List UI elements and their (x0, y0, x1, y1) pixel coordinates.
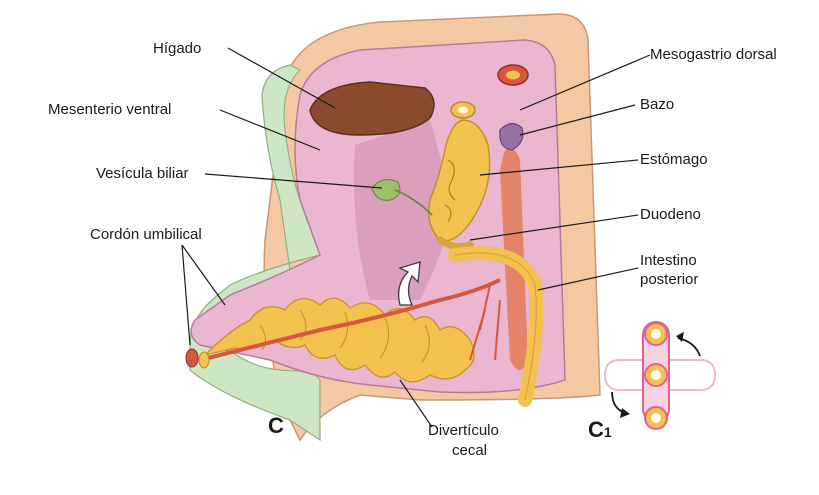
label-mesenterio-ventral: Mesenterio ventral (48, 101, 171, 119)
label-vesicula-biliar: Vesícula biliar (96, 165, 189, 183)
label-intestino-posterior-1: Intestino (640, 252, 697, 270)
label-higado: Hígado (153, 40, 201, 58)
label-cordon-umbilical: Cordón umbilical (90, 226, 202, 244)
label-estomago: Estómago (640, 151, 708, 169)
c1-cross-section (605, 322, 715, 429)
label-mesogastrio-dorsal: Mesogastrio dorsal (650, 46, 777, 64)
label-bazo: Bazo (640, 96, 674, 114)
panel-label-c: C (268, 414, 284, 438)
panel-label-c1-letter: C (588, 417, 604, 442)
aorta-section (498, 65, 528, 85)
label-duodeno: Duodeno (640, 206, 701, 224)
panel-label-c1: C1 (588, 418, 612, 444)
label-diverticulo-cecal-2: cecal (452, 442, 487, 460)
esophagus-section (451, 102, 475, 118)
panel-label-c1-subscript: 1 (604, 424, 612, 440)
label-intestino-posterior-2: posterior (640, 271, 698, 289)
label-diverticulo-cecal-1: Divertículo (428, 422, 499, 440)
